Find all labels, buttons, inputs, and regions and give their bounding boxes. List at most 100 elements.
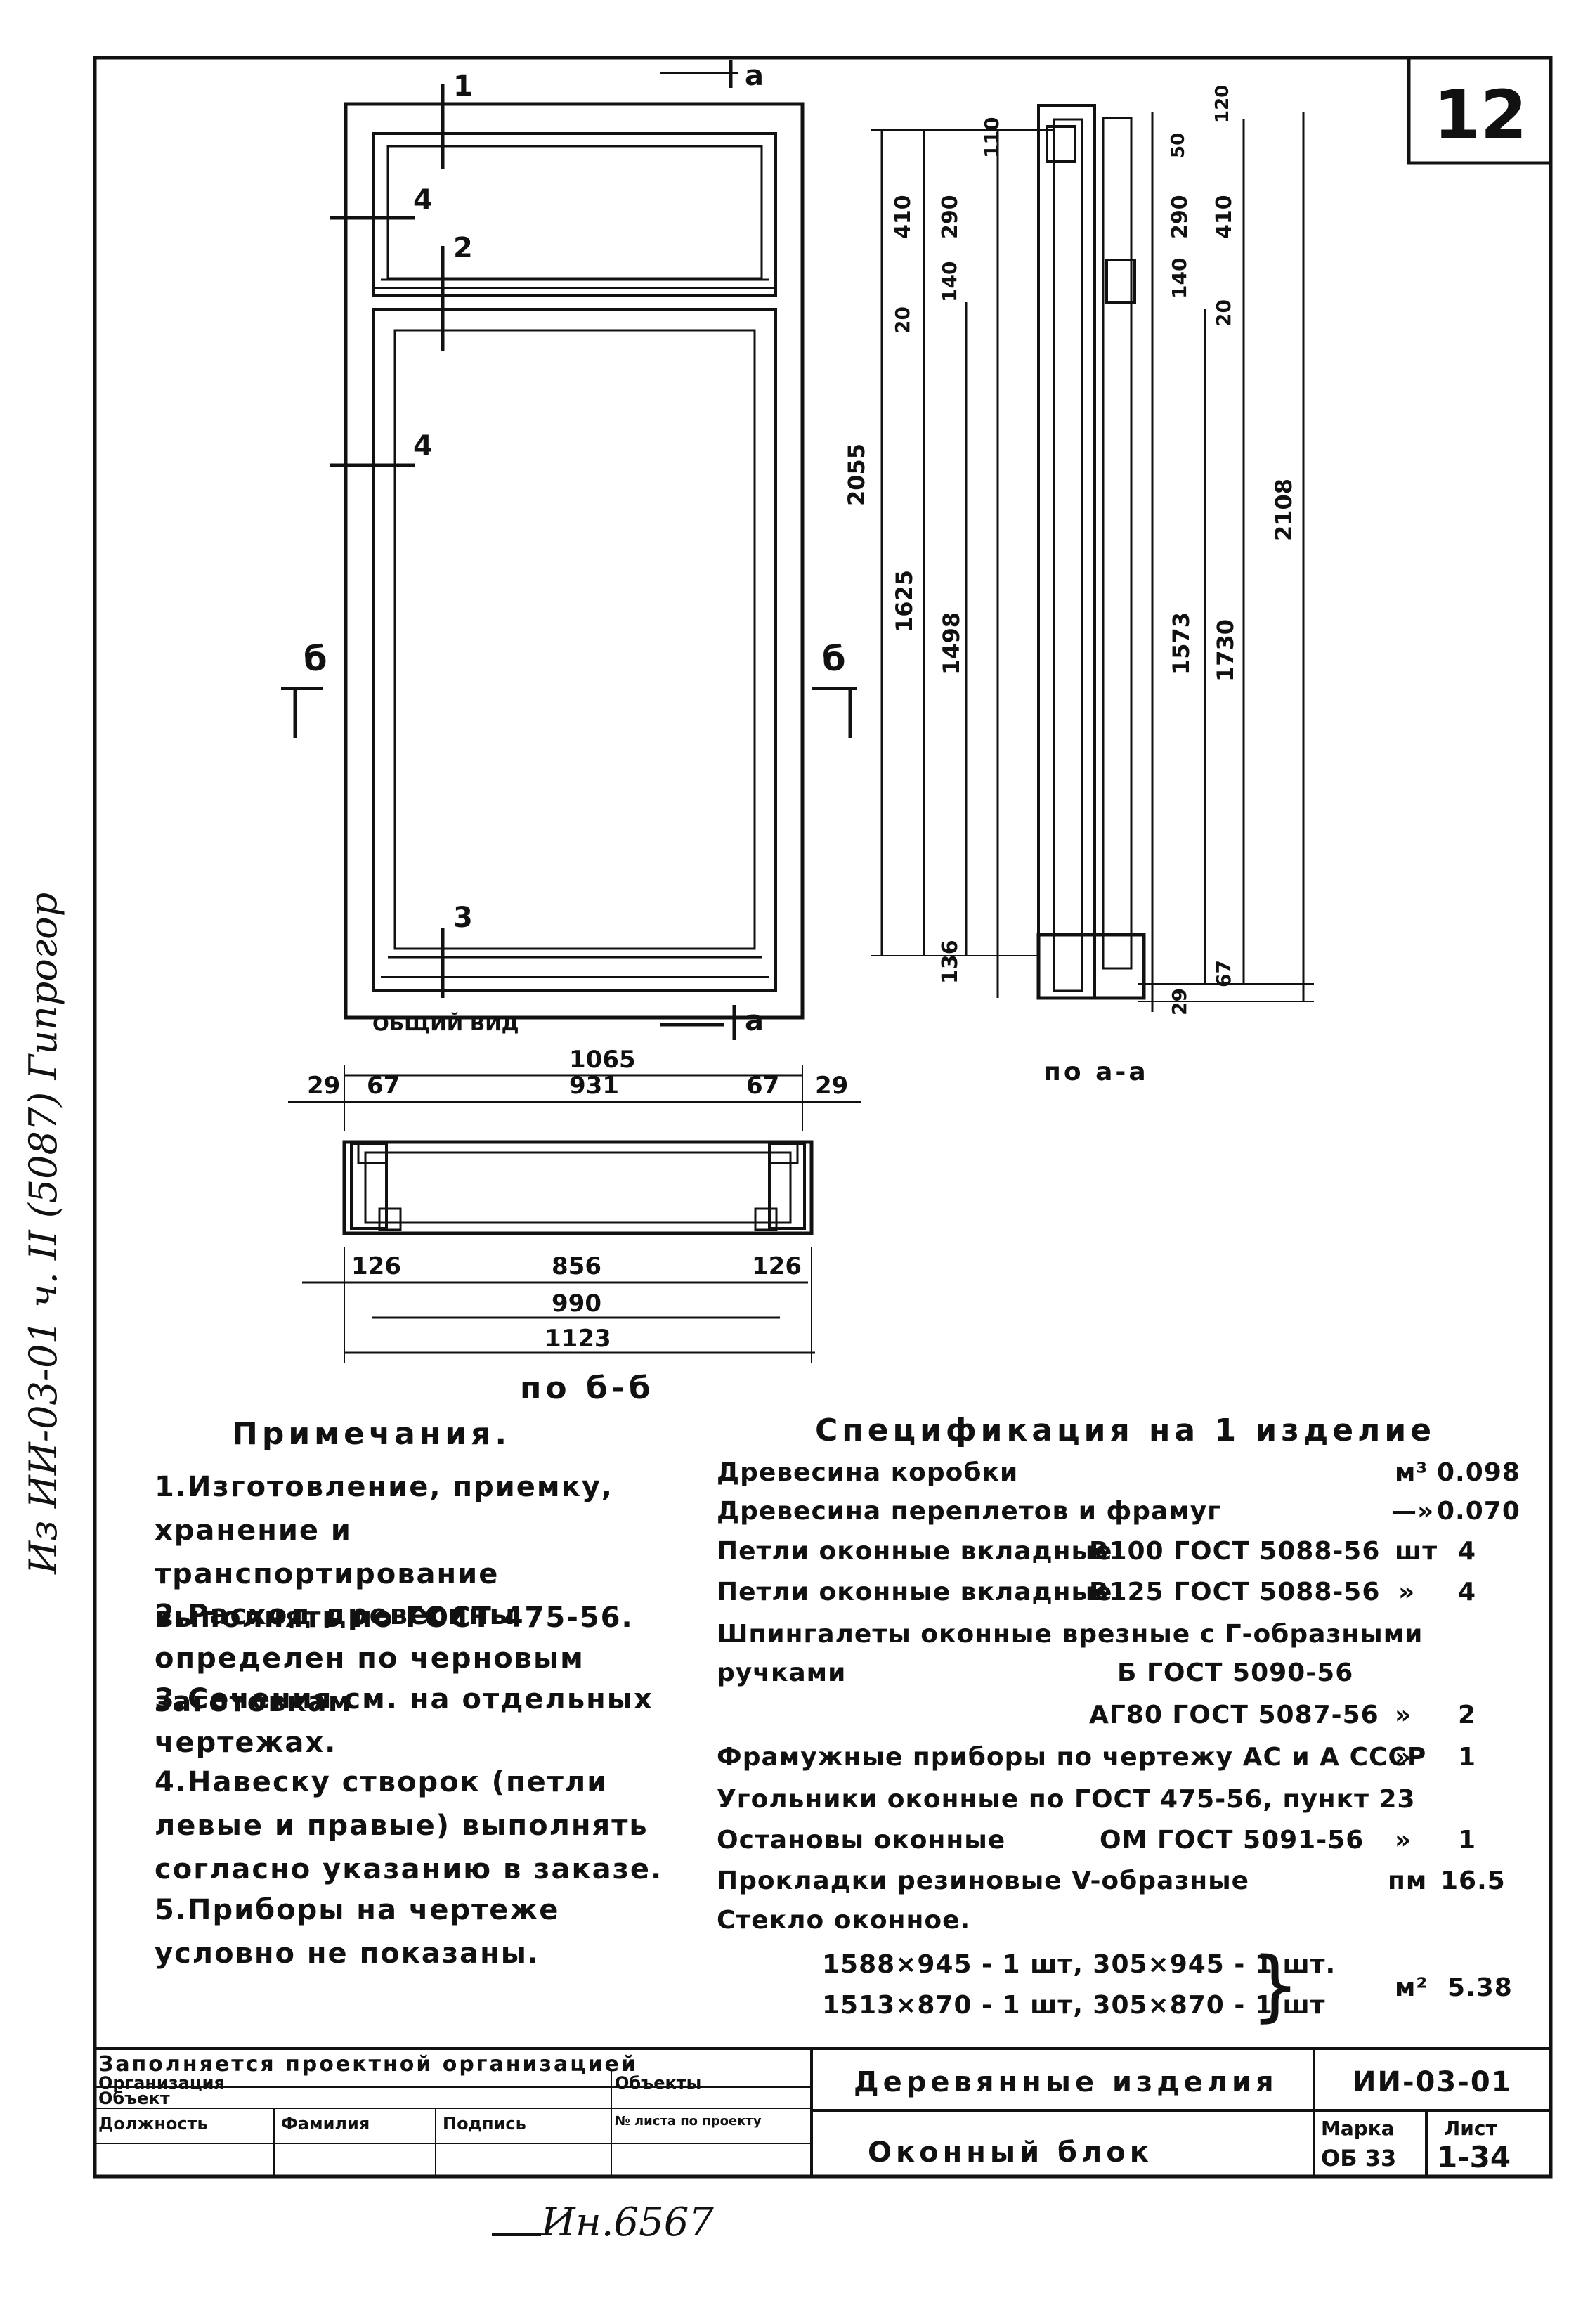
cut-a-top: а — [745, 60, 764, 92]
dim-990: 990 — [552, 1290, 601, 1318]
dim-140-right: 140 — [1168, 257, 1191, 299]
spec-std: В125 ГОСТ 5088-56 — [1089, 1578, 1381, 1606]
callout-3: 3 — [453, 902, 473, 934]
dim-126-right: 126 — [752, 1252, 802, 1280]
note-3: 3.Сечения см. на отдельных чертежах. — [155, 1683, 653, 1759]
position-label: Должность — [98, 2114, 208, 2134]
spec-row: Петли оконные вкладные — [717, 1537, 1113, 1566]
mark-label: Марка — [1321, 2117, 1395, 2140]
general-view-label: ОБЩИЙ ВИД — [372, 1012, 519, 1035]
spec-qty: 1 — [1458, 1826, 1477, 1855]
mark-value: ОБ 33 — [1321, 2145, 1397, 2172]
spec-title: Спецификация на 1 изделие — [815, 1413, 1436, 1448]
dim-20-left: 20 — [891, 306, 914, 334]
signature-label: Подпись — [443, 2114, 526, 2134]
dim-410-right: 410 — [1212, 195, 1237, 239]
spec-std: АГ80 ГОСТ 5087-56 — [1089, 1701, 1379, 1729]
spec-row: Петли оконные вкладные — [717, 1578, 1113, 1606]
dim-1065: 1065 — [569, 1046, 636, 1074]
dim-290-right: 290 — [1168, 195, 1192, 239]
surname-label: Фамилия — [281, 2114, 370, 2134]
dim-50: 50 — [1168, 132, 1189, 158]
sheet-value: 1-34 — [1437, 2140, 1511, 2174]
organization-label: Организация — [98, 2073, 225, 2093]
spec-row: Стекло оконное. — [717, 1906, 971, 1935]
spec-unit: » — [1395, 1701, 1412, 1729]
spec-std: В100 ГОСТ 5088-56 — [1089, 1537, 1381, 1566]
category-title: Деревянные изделия — [854, 2066, 1278, 2098]
dim-1625: 1625 — [891, 569, 918, 632]
spec-unit: » — [1395, 1826, 1412, 1855]
callout-4-mid: 4 — [413, 430, 433, 462]
dim-67-left: 67 — [367, 1072, 400, 1100]
spec-unit: пм — [1388, 1867, 1428, 1895]
spec-std: ОМ ГОСТ 5091-56 — [1100, 1826, 1365, 1855]
sheet-label: Лист — [1444, 2117, 1497, 2140]
glass-line-2: 1513×870 - 1 шт, 305×870 - 1 шт — [822, 1991, 1326, 2020]
dim-120: 120 — [1212, 84, 1233, 123]
dim-29-right: 29 — [815, 1072, 849, 1100]
spec-row: Древесина коробки — [717, 1458, 1019, 1487]
spec-qty: 16.5 — [1440, 1867, 1506, 1895]
spec-std: Б ГОСТ 5090-56 — [1117, 1658, 1354, 1687]
dim-20-right: 20 — [1212, 299, 1235, 327]
dim-2108: 2108 — [1270, 478, 1297, 541]
section-bb-label: по б-б — [520, 1370, 655, 1406]
dim-931: 931 — [569, 1072, 619, 1100]
glass-line-1: 1588×945 - 1 шт, 305×945 - 1 шт. — [822, 1950, 1336, 1979]
callout-2: 2 — [453, 232, 473, 264]
inventory-note: Ин.6567 — [541, 2200, 715, 2245]
section-aa-label: по а-а — [1043, 1058, 1149, 1086]
spec-row: Прокладки резиновые V-образные — [717, 1867, 1250, 1895]
spec-unit: » — [1398, 1578, 1416, 1606]
title-block-grid — [95, 2047, 1551, 2176]
spec-row: Древесина переплетов и фрамуг — [717, 1497, 1221, 1526]
notes-title: Примечания. — [232, 1416, 512, 1452]
note-1: 1.Изготовление, приемку, хранение и тран… — [155, 1471, 634, 1634]
dim-29-aa: 29 — [1168, 988, 1191, 1015]
callout-4-top: 4 — [413, 184, 433, 216]
spec-row: Фрамужные приборы по чертежу АС и А СССР — [717, 1743, 1427, 1772]
spec-row: Остановы оконные — [717, 1826, 1006, 1855]
dim-29-left: 29 — [307, 1072, 341, 1100]
dim-1498: 1498 — [938, 611, 965, 675]
objects-col-label: Объекты — [615, 2073, 702, 2093]
sheet-ref-label: № листа по проекту — [615, 2114, 762, 2129]
section-aa — [871, 104, 1314, 1012]
spec-row: ручками — [717, 1658, 847, 1687]
dim-1573: 1573 — [1168, 611, 1194, 675]
note-4: 4.Навеску створок (петли левые и правые)… — [155, 1766, 663, 1885]
product-name: Оконный блок — [868, 2136, 1153, 2169]
spec-row: Угольники оконные по ГОСТ 475-56, пункт … — [717, 1785, 1416, 1814]
spec-qty: 0.098 — [1437, 1458, 1520, 1487]
dim-856: 856 — [552, 1252, 601, 1280]
dim-136: 136 — [938, 940, 963, 984]
dim-67-right: 67 — [746, 1072, 780, 1100]
dim-2055: 2055 — [843, 443, 870, 506]
spec-unit: м³ — [1395, 1458, 1428, 1487]
document-code: ИИ-03-01 — [1353, 2066, 1513, 2098]
inventory-dash — [492, 2233, 541, 2236]
dim-140-left: 140 — [938, 261, 961, 302]
cut-b-left: б — [304, 640, 327, 679]
org-filled-label: Заполняется проектной организацией — [98, 2052, 638, 2077]
glass-brace: } — [1251, 1940, 1300, 2030]
note-5: 5.Приборы на чертеже условно не показаны… — [155, 1894, 560, 1970]
general-view — [281, 60, 857, 1040]
spec-qty: 0.070 — [1437, 1497, 1520, 1526]
dim-410-left: 410 — [891, 195, 916, 239]
dim-126-left: 126 — [351, 1252, 401, 1280]
section-bb — [288, 1065, 861, 1363]
spec-qty: 2 — [1458, 1701, 1477, 1729]
dim-1123: 1123 — [545, 1325, 611, 1353]
outer-frame — [93, 56, 1553, 2179]
spec-qty: 1 — [1458, 1743, 1477, 1772]
callout-1: 1 — [453, 70, 473, 103]
dim-110: 110 — [980, 117, 1003, 158]
spec-qty: 4 — [1458, 1578, 1477, 1606]
spec-row: Шпингалеты оконные врезные с Г-образными — [717, 1620, 1424, 1649]
dim-290-left: 290 — [938, 195, 963, 239]
dim-1730: 1730 — [1212, 618, 1239, 682]
glass-unit: м² — [1395, 1973, 1428, 2002]
